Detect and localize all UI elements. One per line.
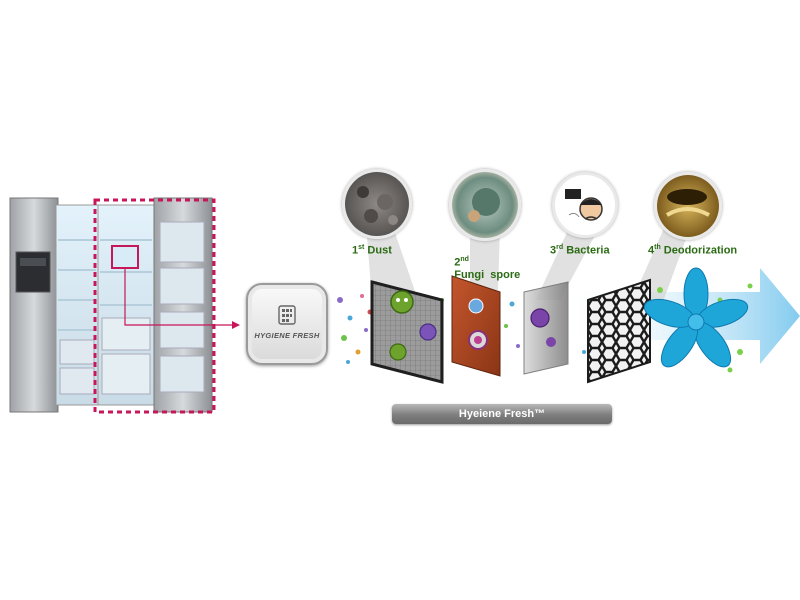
stage-ordinal: 1 (352, 244, 359, 257)
hygiene-fresh-banner: Hyeiene Fresh™ (392, 404, 612, 424)
dust-closeup-icon (342, 169, 412, 239)
filter-grid-icon (278, 305, 296, 325)
stage-label-dust: 1st Dust (352, 244, 392, 257)
stage-name: Bacteria (566, 244, 610, 257)
fungi-spore-closeup-icon (449, 169, 521, 241)
deodorization-filter (587, 278, 651, 384)
stage-ordinal-suffix: st (358, 244, 365, 251)
stage-name: Dust (367, 244, 392, 257)
callout-cones (366, 224, 690, 310)
badge-label: HYGIENE FRESH (254, 331, 320, 340)
bacteria-filter (523, 281, 569, 375)
stage-label-fungi: 2nd Fungi spore (442, 244, 520, 293)
stage-ordinal-suffix: rd (556, 244, 564, 251)
stage-ordinal: 3 (550, 244, 557, 257)
stage-label-bacteria: 3rd Bacteria (550, 244, 610, 257)
stage-name: Fungi spore (454, 268, 521, 281)
stage-ordinal-suffix: nd (460, 256, 469, 263)
fan-icon (643, 267, 749, 368)
stage-ordinal-suffix: th (654, 244, 661, 251)
deodorization-closeup-icon (654, 172, 722, 240)
hygiene-fresh-badge: HYGIENE FRESH (246, 283, 328, 365)
bacteria-smell-icon (552, 172, 618, 238)
dust-filter (370, 280, 444, 384)
stage-label-deodorization: 4th Deodorization (648, 244, 737, 257)
stage-name: Deodorization (663, 244, 738, 257)
stage-ordinal: 4 (648, 244, 655, 257)
stage-ordinal: 2 (454, 256, 461, 269)
refrigerator-illustration (9, 197, 240, 414)
fungi-filter (451, 275, 501, 377)
